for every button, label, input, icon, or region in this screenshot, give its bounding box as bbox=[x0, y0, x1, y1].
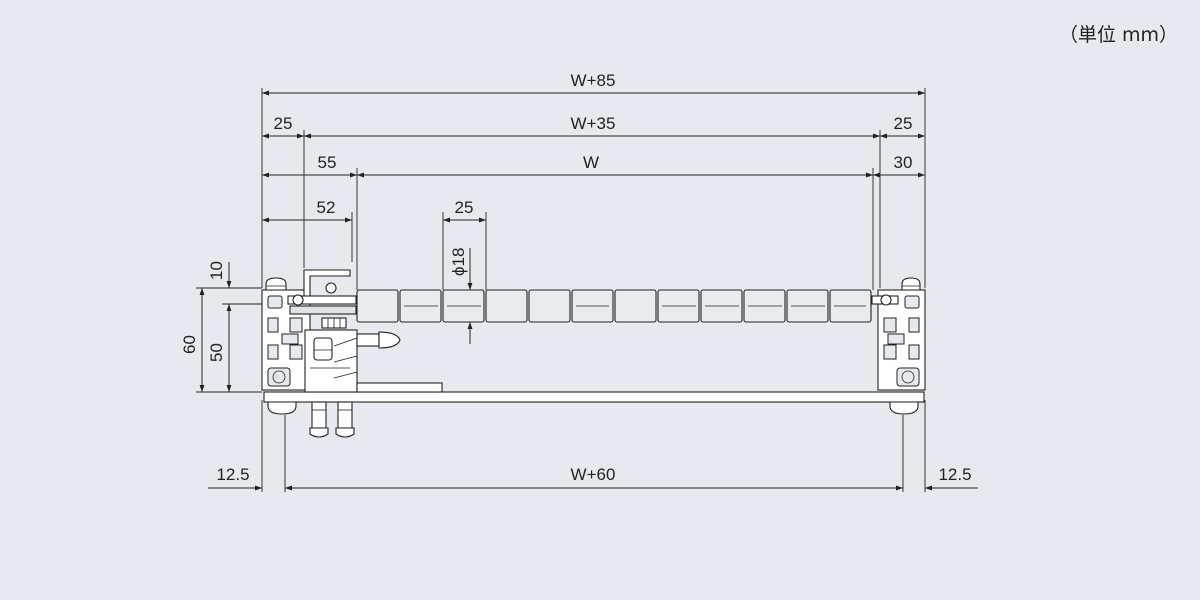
dim-left-52: 52 bbox=[317, 198, 336, 217]
horizontal-dimensions bbox=[208, 90, 978, 491]
roller bbox=[356, 289, 399, 323]
dim-right-30: 30 bbox=[894, 153, 913, 172]
left-top-bolt bbox=[265, 277, 287, 291]
left-foot bbox=[267, 401, 297, 415]
dim-height-10: 10 bbox=[207, 261, 226, 280]
dimension-labels: W+85 25 W+35 25 55 W 30 52 25 ϕ18 10 60 … bbox=[180, 71, 972, 484]
roller-row bbox=[356, 289, 872, 323]
dim-height-60: 60 bbox=[180, 335, 199, 354]
dim-left-25: 25 bbox=[274, 114, 293, 133]
vertical-dimensions bbox=[199, 248, 473, 392]
dim-foot-right: 12.5 bbox=[938, 465, 971, 484]
dim-height-50: 50 bbox=[207, 343, 226, 362]
left-frame-profile bbox=[261, 289, 311, 391]
roller bbox=[614, 289, 657, 323]
left-side-bracket bbox=[287, 269, 357, 329]
unit-label: （単位 mm） bbox=[1059, 24, 1178, 46]
dim-right-25: 25 bbox=[894, 114, 913, 133]
dim-left-55: 55 bbox=[318, 153, 337, 172]
right-frame-profile bbox=[871, 277, 926, 391]
leveling-bolts bbox=[309, 401, 355, 438]
dim-foot-left: 12.5 bbox=[216, 465, 249, 484]
dim-roller-pitch: 25 bbox=[455, 198, 474, 217]
roller bbox=[485, 289, 528, 323]
right-foot bbox=[889, 401, 919, 415]
dim-roller-diameter: ϕ18 bbox=[449, 248, 468, 276]
roller bbox=[528, 289, 571, 323]
dim-roller-width: W bbox=[583, 153, 599, 172]
dim-foot-span: W+60 bbox=[571, 465, 616, 484]
dim-inner-width: W+35 bbox=[571, 114, 616, 133]
stopper-mechanism bbox=[304, 329, 443, 393]
base-plate bbox=[263, 391, 925, 403]
dim-overall-width: W+85 bbox=[571, 71, 616, 90]
